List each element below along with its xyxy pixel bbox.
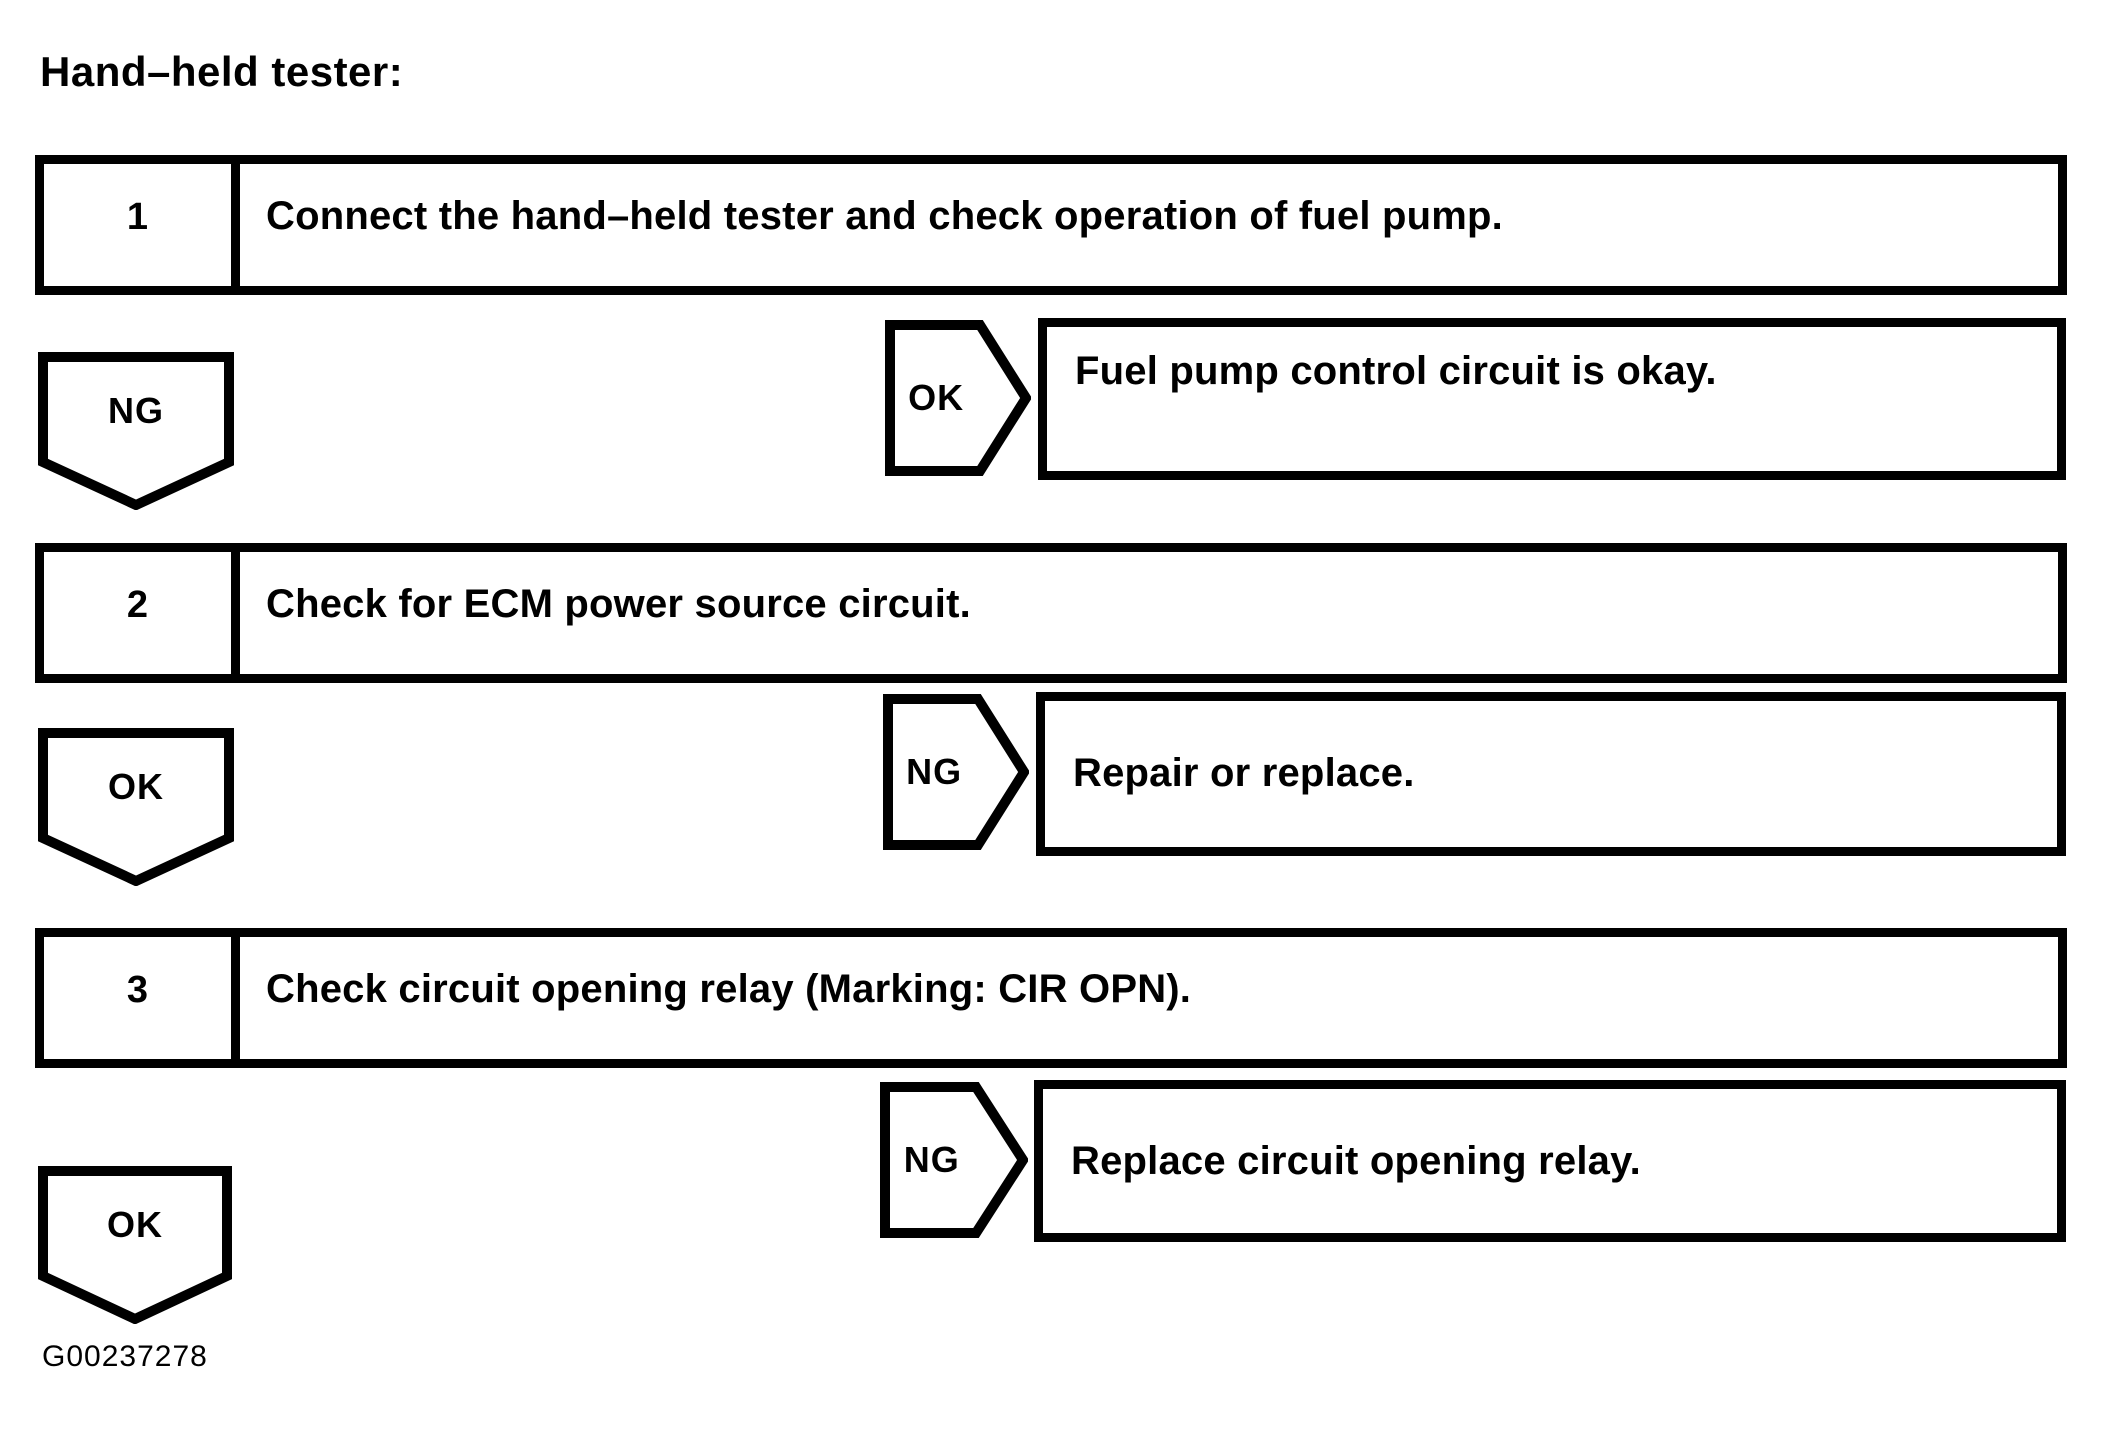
branch-1-down-arrow-label: NG [108,389,164,431]
step-3-instruction: Check circuit opening relay (Marking: CI… [266,967,1192,1011]
branch-2-result-text: Repair or replace. [1073,751,1415,795]
branch-3-result-box: Replace circuit opening relay. [1034,1080,2066,1242]
pentagon-down-arrow-icon [38,352,234,510]
step-3-number: 3 [44,937,240,1059]
step-1-box: 1 Connect the hand–held tester and check… [35,155,2067,295]
step-1-instruction: Connect the hand–held tester and check o… [266,194,1503,238]
step-2-box: 2 Check for ECM power source circuit. [35,543,2067,683]
figure-id: G00237278 [42,1340,208,1373]
step-2-number: 2 [44,552,240,674]
pentagon-down-arrow-icon [38,728,234,886]
branch-3-side-arrow-label: NG [903,1139,960,1180]
step-3-box: 3 Check circuit opening relay (Marking: … [35,928,2067,1068]
pentagon-right-arrow-icon [885,320,1031,476]
step-1-number: 1 [44,164,240,286]
branch-2-result-box: Repair or replace. [1036,692,2066,856]
branch-3-side-arrow: NG [880,1082,1028,1238]
branch-1-side-arrow: OK [885,320,1031,476]
branch-2-down-arrow-label: OK [108,765,164,807]
pentagon-down-arrow-icon [38,1166,232,1324]
branch-3-down-arrow: OK [38,1166,232,1324]
branch-1-result-text: Fuel pump control circuit is okay. [1075,349,1717,393]
branch-3-down-arrow-label: OK [107,1203,163,1245]
branch-1-result-box: Fuel pump control circuit is okay. [1038,318,2066,480]
pentagon-right-arrow-icon [880,1082,1028,1238]
page-title: Hand–held tester: [40,48,404,95]
branch-3-result-text: Replace circuit opening relay. [1071,1139,1641,1183]
branch-2-side-arrow: NG [883,694,1029,850]
branch-2-side-arrow-label: NG [906,751,963,792]
pentagon-right-arrow-icon [883,694,1029,850]
step-2-instruction: Check for ECM power source circuit. [266,582,971,626]
branch-1-down-arrow: NG [38,352,234,510]
branch-2-down-arrow: OK [38,728,234,886]
branch-1-side-arrow-label: OK [908,377,965,418]
